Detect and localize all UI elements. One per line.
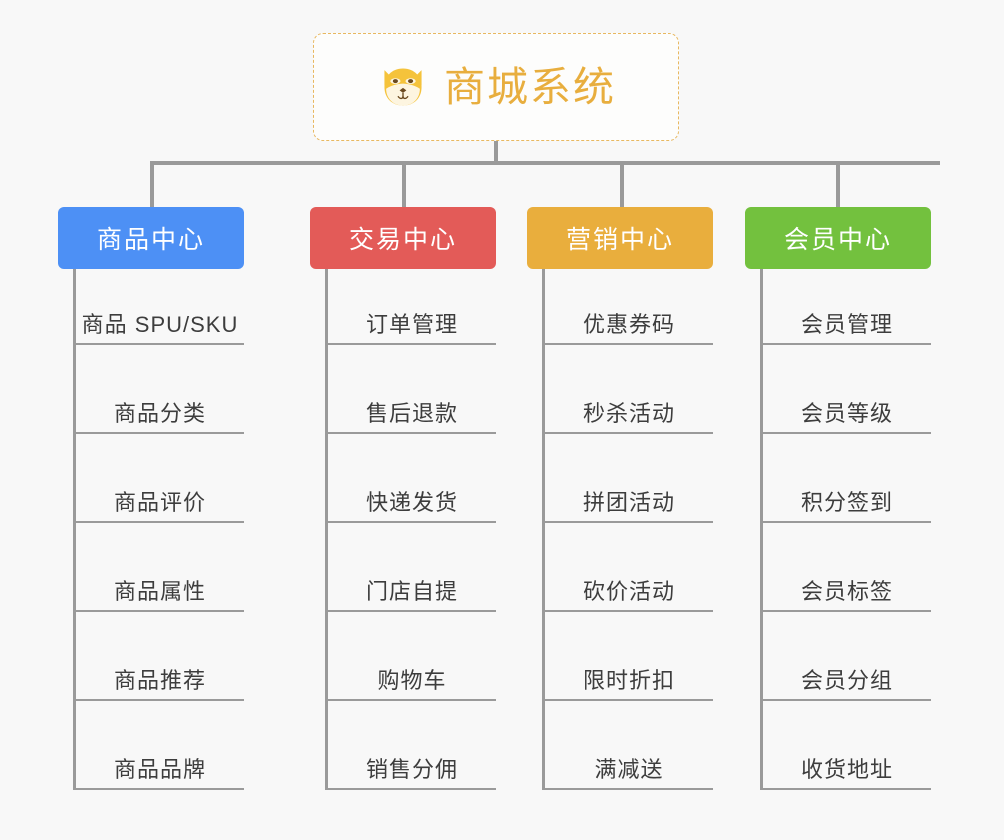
leaf-label: 拼团活动	[582, 489, 675, 515]
branch-member-center: 会员中心 会员管理 会员等级 积分签到 会员标签 会员分组 收货地址	[745, 207, 931, 790]
category-header-product-center[interactable]: 商品中心	[58, 207, 244, 269]
connector-drop-marketing-center	[620, 161, 624, 207]
category-title: 商品中心	[96, 226, 205, 254]
leaf-label: 优惠券码	[582, 311, 675, 337]
connector-drop-member-center	[836, 161, 840, 207]
branch-trade-center: 交易中心 订单管理 售后退款 快递发货 门店自提 购物车 销售分佣	[310, 207, 496, 790]
category-header-trade-center[interactable]: 交易中心	[310, 207, 496, 269]
leaf-item[interactable]: 快递发货	[328, 434, 496, 523]
leaf-item[interactable]: 订单管理	[328, 269, 496, 345]
leaf-item[interactable]: 积分签到	[763, 434, 931, 523]
leaf-item[interactable]: 商品评价	[76, 434, 244, 523]
branch-marketing-center: 营销中心 优惠券码 秒杀活动 拼团活动 砍价活动 限时折扣 满减送	[527, 207, 713, 790]
leaf-item[interactable]: 购物车	[328, 612, 496, 701]
leaf-item[interactable]: 会员管理	[763, 269, 931, 345]
connector-horizontal-bus	[150, 161, 940, 165]
category-header-marketing-center[interactable]: 营销中心	[527, 207, 713, 269]
leaf-label: 购物车	[377, 667, 447, 693]
leaf-label: 会员管理	[800, 311, 893, 337]
leaf-label: 销售分佣	[365, 756, 458, 782]
leaf-item[interactable]: 优惠券码	[545, 269, 713, 345]
leaf-list-marketing-center: 优惠券码 秒杀活动 拼团活动 砍价活动 限时折扣 满减送	[542, 269, 713, 790]
category-header-member-center[interactable]: 会员中心	[745, 207, 931, 269]
leaf-label: 快递发货	[365, 489, 458, 515]
leaf-item[interactable]: 商品推荐	[76, 612, 244, 701]
root-node-card[interactable]: 商城系统	[313, 33, 679, 141]
shiba-dog-icon	[384, 68, 422, 106]
leaf-label: 会员标签	[800, 578, 893, 604]
leaf-item[interactable]: 商品品牌	[76, 701, 244, 790]
leaf-item[interactable]: 会员标签	[763, 523, 931, 612]
leaf-label: 门店自提	[365, 578, 458, 604]
leaf-label: 满减送	[594, 756, 664, 782]
leaf-label: 商品品牌	[113, 756, 206, 782]
connector-drop-trade-center	[402, 161, 406, 207]
branch-product-center: 商品中心 商品 SPU/SKU 商品分类 商品评价 商品属性 商品推荐 商品品牌	[58, 207, 244, 790]
leaf-item[interactable]: 满减送	[545, 701, 713, 790]
leaf-item[interactable]: 秒杀活动	[545, 345, 713, 434]
leaf-label: 限时折扣	[582, 667, 675, 693]
leaf-label: 商品 SPU/SKU	[81, 311, 239, 337]
leaf-item[interactable]: 砍价活动	[545, 523, 713, 612]
leaf-label: 会员分组	[800, 667, 893, 693]
connector-drop-product-center	[150, 161, 154, 207]
leaf-label: 砍价活动	[582, 578, 675, 604]
leaf-list-product-center: 商品 SPU/SKU 商品分类 商品评价 商品属性 商品推荐 商品品牌	[73, 269, 244, 790]
leaf-item[interactable]: 会员分组	[763, 612, 931, 701]
leaf-label: 商品属性	[113, 578, 206, 604]
category-title: 交易中心	[348, 226, 457, 254]
leaf-item[interactable]: 销售分佣	[328, 701, 496, 790]
leaf-item[interactable]: 门店自提	[328, 523, 496, 612]
leaf-item[interactable]: 会员等级	[763, 345, 931, 434]
leaf-label: 售后退款	[365, 400, 458, 426]
leaf-label: 商品分类	[113, 400, 206, 426]
leaf-label: 收货地址	[800, 756, 893, 782]
leaf-label: 秒杀活动	[582, 400, 675, 426]
root-node-title: 商城系统	[444, 63, 616, 110]
leaf-item[interactable]: 收货地址	[763, 701, 931, 790]
category-title: 会员中心	[783, 226, 892, 254]
leaf-item[interactable]: 限时折扣	[545, 612, 713, 701]
leaf-label: 商品推荐	[113, 667, 206, 693]
leaf-item[interactable]: 商品分类	[76, 345, 244, 434]
leaf-item[interactable]: 商品 SPU/SKU	[76, 269, 244, 345]
leaf-item[interactable]: 售后退款	[328, 345, 496, 434]
leaf-label: 会员等级	[800, 400, 893, 426]
leaf-label: 积分签到	[800, 489, 893, 515]
leaf-list-trade-center: 订单管理 售后退款 快递发货 门店自提 购物车 销售分佣	[325, 269, 496, 790]
leaf-item[interactable]: 拼团活动	[545, 434, 713, 523]
leaf-label: 订单管理	[365, 311, 458, 337]
leaf-label: 商品评价	[113, 489, 206, 515]
leaf-item[interactable]: 商品属性	[76, 523, 244, 612]
leaf-list-member-center: 会员管理 会员等级 积分签到 会员标签 会员分组 收货地址	[760, 269, 931, 790]
category-title: 营销中心	[565, 226, 674, 254]
connector-root-stem	[494, 141, 498, 163]
